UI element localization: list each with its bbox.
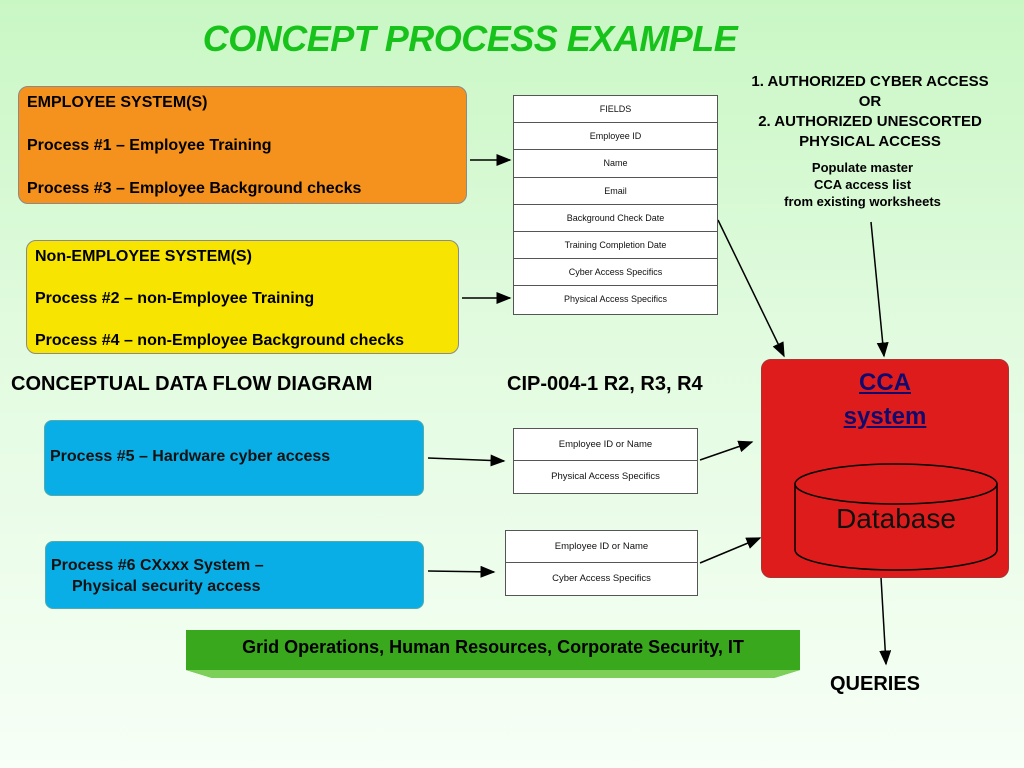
process-5-table-row-1: Employee ID or Name xyxy=(514,429,697,461)
field-name: Name xyxy=(514,150,717,178)
arrow-process5-to-table xyxy=(427,454,506,467)
process-6-table-row-2: Cyber Access Specifics xyxy=(552,573,651,584)
authorization-text: 1. AUTHORIZED CYBER ACCESS OR 2. AUTHORI… xyxy=(730,72,1010,152)
process-6-table-row-1: Employee ID or Name xyxy=(506,531,697,563)
employee-process-3: Process #3 – Employee Background checks xyxy=(27,180,362,197)
process-6-table: Employee ID or Name Cyber Access Specifi… xyxy=(505,530,698,596)
process-6-line-1: Process #6 CXxxx System – xyxy=(51,557,264,574)
process-5-table-row-2: Physical Access Specifics xyxy=(551,471,660,482)
populate-line-3: from existing worksheets xyxy=(784,194,941,209)
arrow-table5-to-cca xyxy=(699,440,754,461)
subheading-cip: CIP-004-1 R2, R3, R4 xyxy=(507,373,703,395)
process-6-line-2: Physical security access xyxy=(72,578,261,595)
database-icon xyxy=(794,463,998,571)
arrow-fields-to-cca xyxy=(717,219,785,358)
field-email: Email xyxy=(514,178,717,205)
subheading-data-flow: CONCEPTUAL DATA FLOW DIAGRAM xyxy=(11,373,373,395)
field-physical-access-specifics: Physical Access Specifics xyxy=(563,294,668,305)
cca-label-line-2: system xyxy=(843,403,927,430)
process-5-label: Process #5 – Hardware cyber access xyxy=(50,448,331,465)
queries-label: QUERIES xyxy=(830,673,921,695)
cca-system-label: CCA system xyxy=(761,366,1009,434)
fields-table: FIELDS Employee ID Name Email Background… xyxy=(513,95,718,315)
field-employee-id: Employee ID xyxy=(514,123,717,151)
database-label: Database xyxy=(836,503,956,534)
page-title: CONCEPT PROCESS EXAMPLE xyxy=(202,18,738,59)
field-cyber-access-specifics: Cyber Access Specifics xyxy=(514,259,717,287)
auth-line-2: OR xyxy=(858,93,882,110)
non-employee-system-heading: Non-EMPLOYEE SYSTEM(S) xyxy=(35,248,252,265)
non-employee-system-box: Non-EMPLOYEE SYSTEM(S) Process #2 – non-… xyxy=(26,240,459,354)
employee-system-heading: EMPLOYEE SYSTEM(S) xyxy=(27,94,208,111)
populate-note: Populate master CCA access list from exi… xyxy=(760,159,965,210)
process-5-table: Employee ID or Name Physical Access Spec… xyxy=(513,428,698,494)
field-training-completion-date: Training Completion Date xyxy=(514,232,717,260)
process-6-box: Process #6 CXxxx System – Physical secur… xyxy=(45,541,424,609)
populate-line-1: Populate master xyxy=(811,160,914,175)
auth-line-3: 2. AUTHORIZED UNESCORTED xyxy=(758,113,982,130)
non-employee-process-4: Process #4 – non-Employee Background che… xyxy=(35,332,405,349)
arrow-populate-to-cca xyxy=(870,221,889,358)
banner-text: Grid Operations, Human Resources, Corpor… xyxy=(242,637,744,657)
field-background-check-date: Background Check Date xyxy=(514,205,717,232)
banner-shape xyxy=(186,630,800,678)
employee-system-box: EMPLOYEE SYSTEM(S) Process #1 – Employee… xyxy=(18,86,467,204)
employee-process-1: Process #1 – Employee Training xyxy=(27,137,272,154)
auth-line-1: 1. AUTHORIZED CYBER ACCESS xyxy=(751,73,989,90)
arrow-process6-to-table xyxy=(427,565,496,578)
populate-line-2: CCA access list xyxy=(813,177,912,192)
non-employee-process-2: Process #2 – non-Employee Training xyxy=(35,290,315,307)
process-5-box: Process #5 – Hardware cyber access xyxy=(44,420,424,496)
cca-label-line-1: CCA xyxy=(859,369,911,396)
auth-line-4: PHYSICAL ACCESS xyxy=(799,133,941,150)
fields-header: FIELDS xyxy=(514,96,717,124)
arrow-table6-to-cca xyxy=(699,537,762,564)
